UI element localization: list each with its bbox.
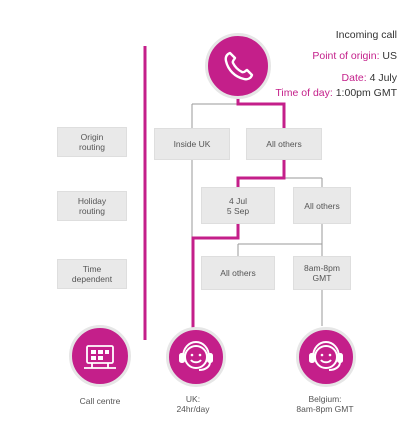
origin-label: Point of origin: bbox=[312, 50, 380, 62]
holiday-dates-label: 4 Jul 5 Sep bbox=[226, 195, 250, 216]
incoming-call-node bbox=[205, 33, 271, 99]
phone-icon bbox=[224, 51, 254, 81]
all-others-holiday-box: All others bbox=[293, 187, 351, 224]
all-others-holiday-label: All others bbox=[304, 200, 340, 211]
call-path-3 bbox=[191, 224, 240, 330]
call-centre-label: Call centre bbox=[79, 396, 121, 406]
date-label: Date: bbox=[341, 72, 367, 84]
call-path-2 bbox=[236, 160, 286, 187]
origin-routing-box: Origin routing bbox=[57, 127, 127, 157]
time-dependent-label: Time dependent bbox=[71, 264, 113, 284]
holiday-dates-box: 4 Jul 5 Sep bbox=[201, 187, 275, 224]
holiday-routing-label: Holiday routing bbox=[77, 196, 107, 216]
inside-uk-box: Inside UK bbox=[154, 128, 230, 160]
origin-routing-label: Origin routing bbox=[79, 132, 105, 152]
time-dependent-box: Time dependent bbox=[57, 259, 127, 289]
call-centre-icon bbox=[84, 345, 116, 369]
time-label: Time of day: bbox=[275, 87, 333, 99]
origin-value: US bbox=[382, 50, 397, 62]
all-others-origin-label: All others bbox=[266, 139, 302, 149]
belgium-agent-node bbox=[296, 327, 356, 387]
belgium-endpoint-label: Belgium: 8am-8pm GMT bbox=[296, 394, 354, 414]
all-others-time-box: All others bbox=[201, 256, 275, 290]
date-line: Date: 4 July bbox=[342, 72, 397, 84]
time-line: Time of day: 1:00pm GMT bbox=[275, 87, 397, 99]
header-title: Incoming call bbox=[335, 29, 397, 41]
hours-box: 8am-8pm GMT bbox=[293, 256, 351, 290]
inside-uk-label: Inside UK bbox=[173, 139, 211, 149]
holiday-routing-box: Holiday routing bbox=[57, 191, 127, 221]
time-value: 1:00pm GMT bbox=[335, 87, 397, 99]
hours-label: 8am-8pm GMT bbox=[304, 263, 340, 283]
call-centre-node bbox=[69, 325, 131, 387]
date-value: 4 July bbox=[369, 72, 397, 84]
all-others-time-label: All others bbox=[220, 268, 256, 278]
all-others-origin-box: All others bbox=[246, 128, 322, 160]
headset-agent-icon bbox=[179, 340, 213, 371]
uk-agent-node bbox=[166, 327, 226, 387]
origin-line: Point of origin: US bbox=[312, 50, 397, 62]
uk-endpoint-label: UK: 24hr/day bbox=[176, 394, 210, 414]
headset-agent-icon bbox=[309, 340, 343, 371]
